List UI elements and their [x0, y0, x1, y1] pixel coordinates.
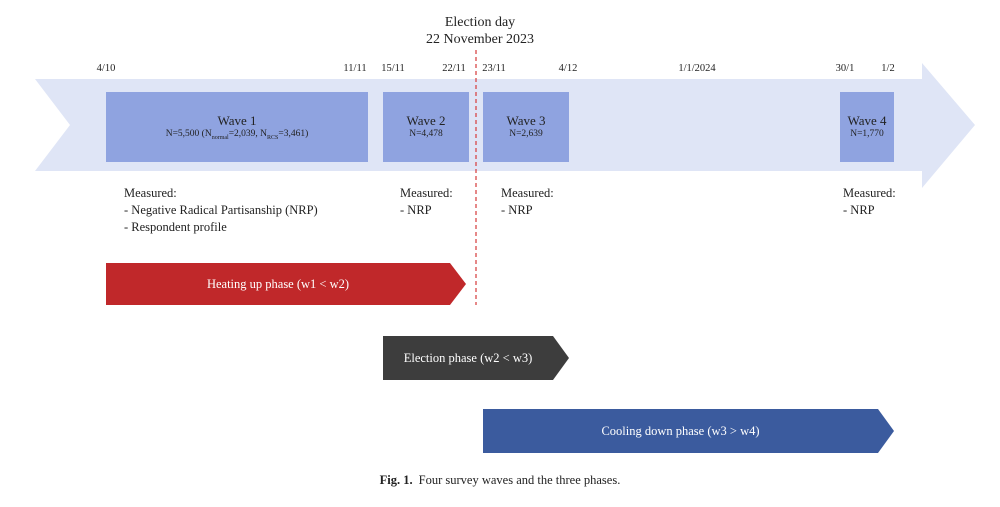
election-phase-label: Election phase (w2 < w3) — [403, 351, 533, 365]
wave-1-box: Wave 1 N=5,500 (Nnormal=2,039, NRCS=3,46… — [106, 92, 368, 162]
cooling-down-phase-label: Cooling down phase (w3 > w4) — [601, 424, 760, 438]
heating-up-phase-arrow — [106, 263, 466, 305]
measured-heading: Measured: — [124, 186, 177, 200]
measured-heading: Measured: — [843, 186, 896, 200]
wave-sample-size: N=5,500 (Nnormal=2,039, NRCS=3,461) — [165, 129, 309, 141]
wave-title: Wave 2 — [406, 113, 446, 128]
election-day-date: 22 November 2023 — [425, 32, 535, 47]
election-phase-arrow — [383, 336, 569, 380]
wave-title: Wave 4 — [847, 113, 887, 128]
wave-3-measured: Measured: - NRP — [501, 185, 554, 219]
wave-2-measured: Measured: - NRP — [400, 185, 453, 219]
wave-4-measured: Measured: - NRP — [843, 185, 896, 219]
date-label: 1/2 — [881, 63, 895, 74]
caption-label: Fig. 1. — [379, 473, 413, 487]
date-label: 1/1/2024 — [678, 63, 716, 74]
wave-2-box: Wave 2 N=4,478 — [383, 92, 469, 162]
date-label: 15/11 — [381, 63, 405, 74]
wave-sample-size: N=1,770 — [850, 129, 884, 139]
date-label: 23/11 — [482, 63, 506, 74]
measured-item: - NRP — [501, 203, 533, 217]
date-label: 4/10 — [96, 63, 116, 74]
heating-up-phase-label: Heating up phase (w1 < w2) — [206, 277, 350, 291]
date-label: 22/11 — [442, 63, 466, 74]
date-label: 11/11 — [343, 63, 367, 74]
measured-item: - Respondent profile — [124, 220, 227, 234]
measured-item: - NRP — [400, 203, 432, 217]
wave-4-box: Wave 4 N=1,770 — [840, 92, 894, 162]
wave-title: Wave 3 — [506, 113, 546, 128]
figure-caption: Fig. 1. Four survey waves and the three p… — [0, 473, 1000, 488]
measured-item: - NRP — [843, 203, 875, 217]
wave-sample-size: N=4,478 — [409, 129, 443, 139]
measured-heading: Measured: — [400, 186, 453, 200]
date-label: 30/1 — [835, 63, 855, 74]
wave-1-measured: Measured: - Negative Radical Partisanshi… — [124, 185, 318, 236]
wave-sample-size: N=2,639 — [509, 129, 543, 139]
measured-heading: Measured: — [501, 186, 554, 200]
date-label: 4/12 — [558, 63, 578, 74]
wave-3-box: Wave 3 N=2,639 — [483, 92, 569, 162]
election-day-title: Election day — [444, 15, 516, 30]
cooling-down-phase-arrow — [483, 409, 894, 453]
wave-title: Wave 1 — [217, 113, 257, 128]
measured-item: - Negative Radical Partisanship (NRP) — [124, 203, 318, 217]
caption-text: Four survey waves and the three phases. — [418, 473, 621, 487]
